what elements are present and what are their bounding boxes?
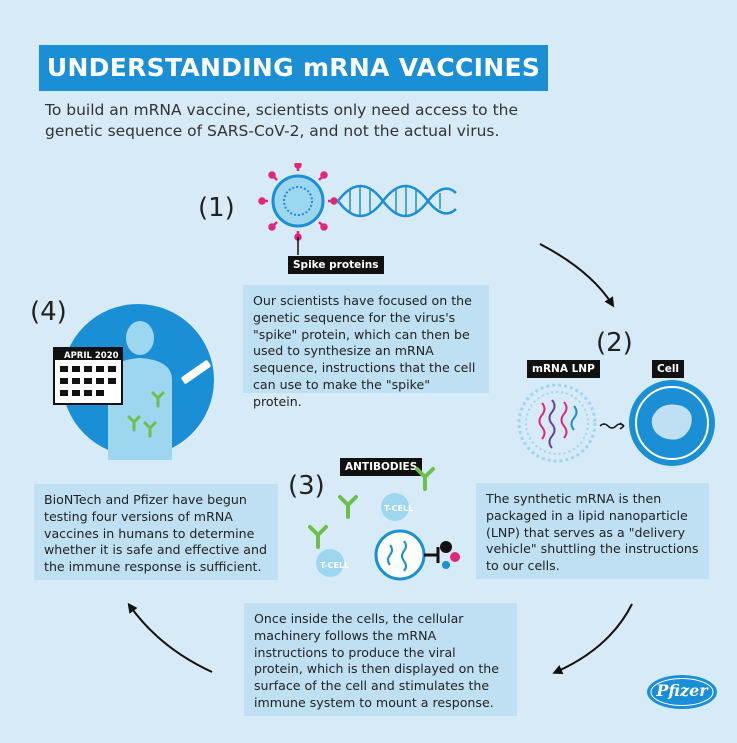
squiggle-arrow xyxy=(599,423,625,429)
step-4-text: BioNTech and Pfizer have begun testing f… xyxy=(34,484,278,580)
step-2-number: (2) xyxy=(596,328,633,358)
immune-illustration xyxy=(308,467,460,581)
page-title: UNDERSTANDING mRNA VACCINES xyxy=(39,45,548,91)
step-1-text: Our scientists have focused on the genet… xyxy=(243,285,489,409)
calendar-label: APRIL 2020 xyxy=(64,351,119,361)
step-3-number: (3) xyxy=(288,471,325,501)
lnp-cell-illustration xyxy=(517,380,715,466)
antibodies-label: ANTIBODIES xyxy=(340,458,423,476)
tcell-icon xyxy=(316,549,344,577)
step-2-text: The synthetic mRNA is then packaged in a… xyxy=(476,483,709,579)
virus-dna-illustration xyxy=(258,163,457,255)
arrow-1-to-2 xyxy=(539,243,615,308)
step-3-text: Once inside the cells, the cellular mach… xyxy=(244,603,517,716)
arrow-2-to-3 xyxy=(552,603,633,675)
tcell-icon xyxy=(381,493,409,521)
pfizer-logo-text: Pfizer xyxy=(656,681,708,700)
spike-proteins-label: Spike proteins xyxy=(288,256,384,274)
virus-icon xyxy=(258,163,338,241)
person-icon xyxy=(108,321,172,460)
arrow-3-to-4 xyxy=(127,602,213,673)
cell-with-antigen-icon xyxy=(374,529,460,581)
step-1-number: (1) xyxy=(198,193,235,223)
step-4-number: (4) xyxy=(30,297,67,327)
intro-text: To build an mRNA vaccine, scientists onl… xyxy=(45,101,519,140)
pfizer-logo xyxy=(647,675,717,709)
mrna-lnp-label: mRNA LNP xyxy=(527,360,600,378)
tcell-label-1: T-CELL xyxy=(384,504,414,513)
dna-icon xyxy=(337,184,457,218)
syringe-icon xyxy=(181,360,211,384)
tcell-label-2: T-CELL xyxy=(320,561,350,570)
lnp-icon xyxy=(517,383,597,463)
cell-label: Cell xyxy=(652,360,685,378)
antibody-icons xyxy=(308,467,435,549)
calendar-icon xyxy=(53,347,123,405)
cell-icon xyxy=(629,380,715,466)
human-trial-illustration xyxy=(53,304,214,460)
